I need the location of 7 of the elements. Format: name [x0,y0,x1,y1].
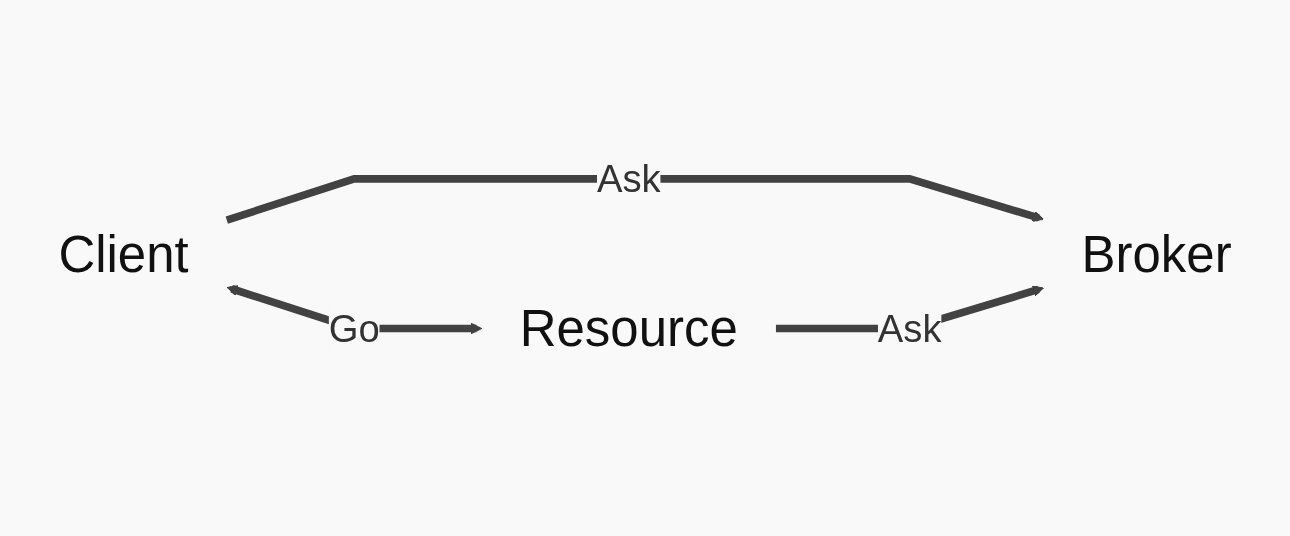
edge-label: Go [328,307,380,350]
arrow [225,175,1044,224]
node-text: Resource [519,300,738,357]
node-text: Broker [1081,225,1232,282]
edge-label: Ask [596,157,661,200]
node-text: Client [58,225,189,282]
edge-label: Ask [877,307,942,350]
